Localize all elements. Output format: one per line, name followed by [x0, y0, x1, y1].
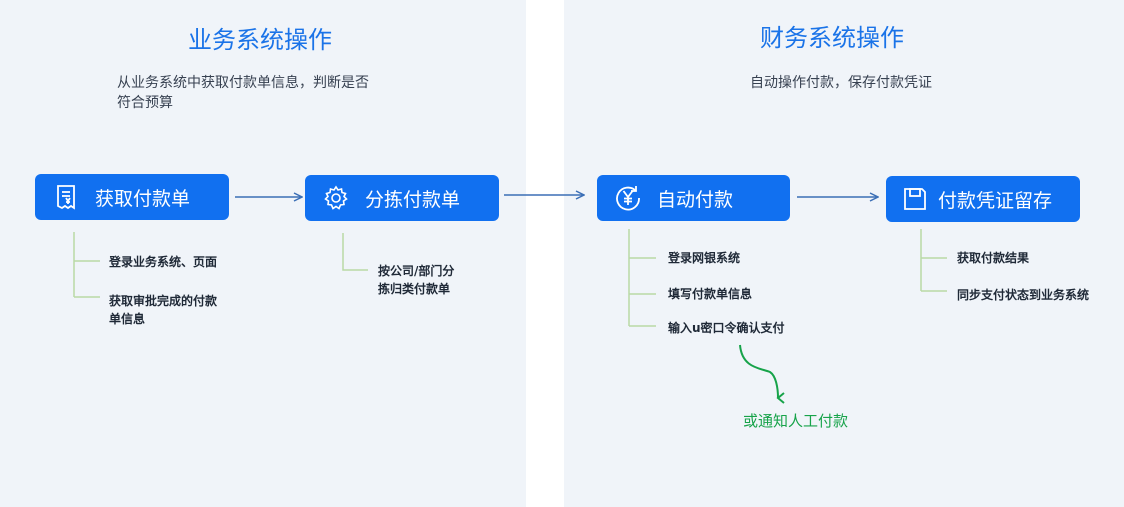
substep-login-business-system: 登录业务系统、页面: [109, 255, 218, 269]
substep-login-bank: 登录网银系统: [668, 251, 741, 265]
business-desc-line1: 从业务系统中获取付款单信息，判断是否: [117, 75, 369, 91]
receipt-icon: [51, 182, 81, 212]
business-panel-description: 从业务系统中获取付款单信息，判断是否 符合预算: [117, 73, 369, 113]
substep-get-approved-orders: 获取审批完成的付款 单信息: [109, 292, 217, 328]
step-sort-payment-order[interactable]: 分拣付款单: [305, 175, 499, 221]
substep-get-payment-result: 获取付款结果: [957, 251, 1030, 265]
business-desc-line2: 符合预算: [117, 95, 173, 111]
finance-panel-description: 自动操作付款，保存付款凭证: [750, 75, 932, 91]
step-keep-payment-voucher[interactable]: 付款凭证留存: [886, 176, 1080, 222]
finance-system-panel: [564, 0, 1124, 507]
substep-fill-order-info: 填写付款单信息: [668, 287, 753, 301]
step-label: 获取付款单: [95, 187, 191, 210]
substep-line: 按公司/部门分: [378, 264, 455, 278]
substep-line: 拣归类付款单: [378, 282, 451, 296]
step-label: 分拣付款单: [365, 188, 461, 211]
yen-cycle-icon: [613, 183, 643, 213]
business-system-panel: [0, 0, 526, 507]
substep-line: 单信息: [109, 312, 146, 326]
gear-icon: [321, 183, 351, 213]
substep-sync-status: 同步支付状态到业务系统: [957, 288, 1090, 302]
alternative-arrow: [739, 344, 785, 404]
step-label: 付款凭证留存: [938, 189, 1053, 212]
tree-step3: [628, 229, 656, 327]
tree-step2: [342, 233, 368, 271]
substep-confirm-ukey: 输入u密口令确认支付: [668, 321, 785, 335]
step-label: 自动付款: [657, 188, 734, 211]
tree-step1: [73, 232, 100, 298]
alternative-manual-payment: 或通知人工付款: [743, 412, 849, 430]
tree-step4: [920, 229, 947, 292]
finance-panel-title: 财务系统操作: [760, 24, 904, 52]
step-auto-payment[interactable]: 自动付款: [597, 175, 790, 221]
substep-sort-by-company: 按公司/部门分 拣归类付款单: [378, 262, 454, 298]
step-get-payment-order[interactable]: 获取付款单: [35, 174, 229, 220]
business-panel-title: 业务系统操作: [188, 26, 332, 54]
save-icon: [900, 184, 930, 214]
substep-line: 获取审批完成的付款: [109, 294, 218, 308]
